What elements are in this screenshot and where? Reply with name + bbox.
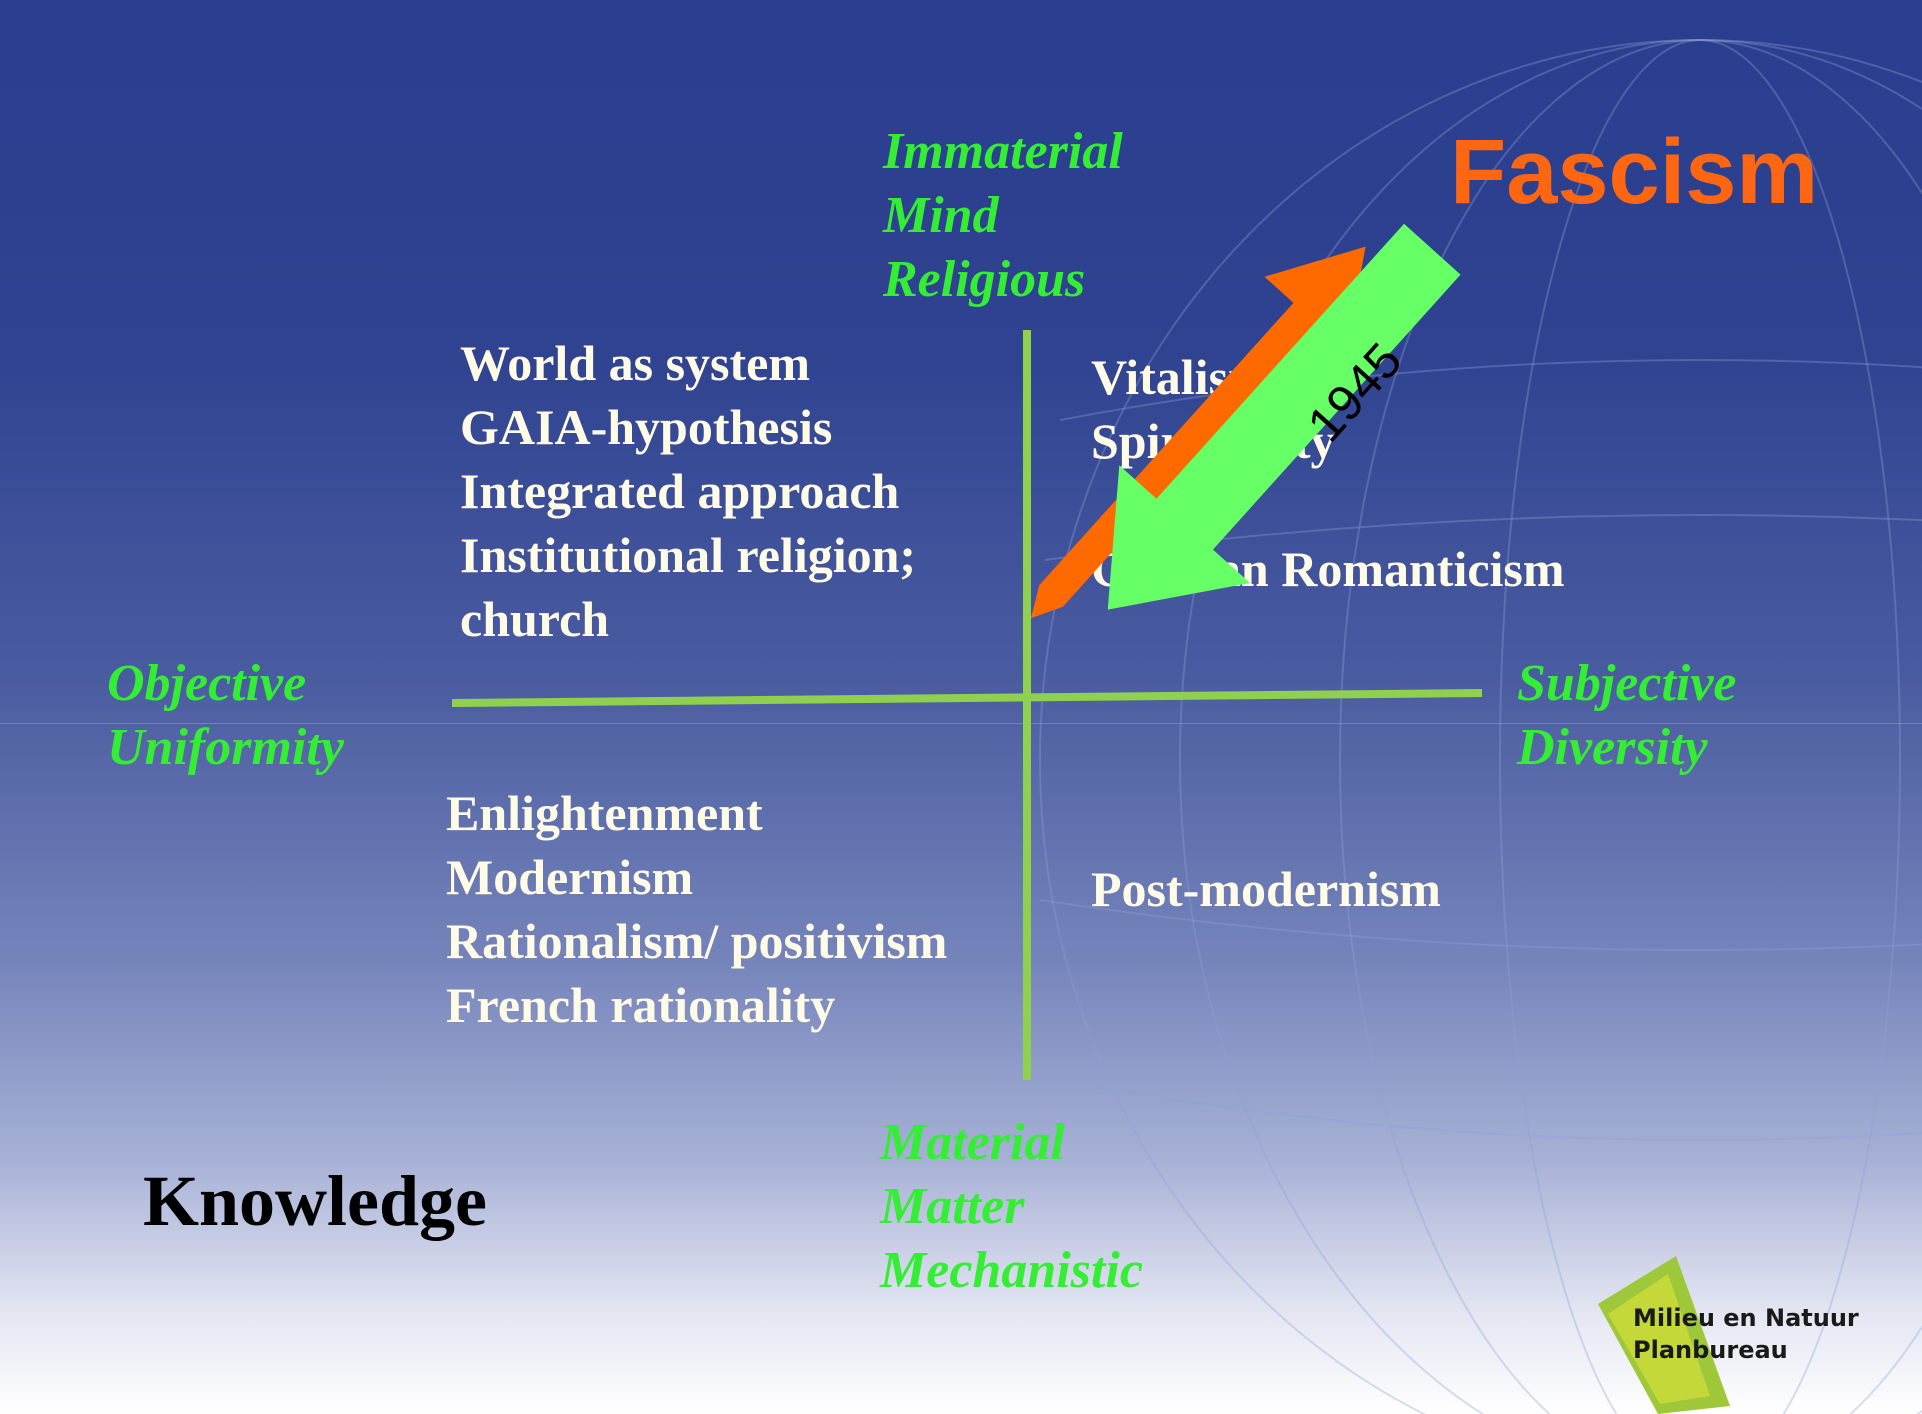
axis-label-left: Objective Uniformity	[107, 658, 344, 786]
axis-top-line-3: Religious	[883, 251, 1086, 308]
quadrant-bl-item: Rationalism/ positivism	[446, 913, 948, 969]
green-arrow	[1107, 223, 1461, 610]
fascism-title: Fascism	[1450, 121, 1819, 223]
logo-text: Milieu en Natuur Planbureau	[1633, 1302, 1859, 1367]
quadrant-bottom-right: Post-modernism	[1091, 864, 1441, 928]
horizontal-axis-line	[451, 689, 1483, 707]
quadrant-tl-item: Integrated approach	[460, 463, 900, 519]
logo-line-2: Planbureau	[1633, 1336, 1788, 1365]
axis-bottom-line-3: Mechanistic	[880, 1242, 1143, 1299]
axis-left-line-2: Uniformity	[107, 719, 344, 776]
axis-top-line-1: Immaterial	[883, 123, 1123, 180]
axis-right-line-1: Subjective	[1517, 655, 1737, 712]
axis-bottom-line-2: Matter	[880, 1178, 1025, 1235]
quadrant-tl-item: GAIA-hypothesis	[460, 399, 833, 455]
quadrant-top-left: World as system GAIA-hypothesis Integrat…	[460, 338, 916, 658]
axis-bottom-line-1: Material	[880, 1114, 1065, 1171]
axis-label-bottom: Material Matter Mechanistic	[880, 1117, 1143, 1309]
quadrant-bottom-left: Enlightenment Modernism Rationalism/ pos…	[446, 788, 947, 1044]
quadrant-tl-item: church	[460, 591, 610, 647]
axis-label-right: Subjective Diversity	[1517, 658, 1737, 786]
axis-top-line-2: Mind	[883, 187, 999, 244]
axis-left-line-1: Objective	[107, 655, 307, 712]
knowledge-label: Knowledge	[143, 1161, 488, 1241]
quadrant-tl-item: Institutional religion;	[460, 527, 917, 583]
quadrant-bl-item: French rationality	[446, 977, 836, 1033]
quadrant-bl-item: Modernism	[446, 849, 694, 905]
axis-label-top: Immaterial Mind Religious	[883, 126, 1123, 318]
logo-line-1: Milieu en Natuur	[1633, 1304, 1859, 1332]
horizon-line	[0, 723, 1922, 724]
quadrant-tl-item: World as system	[460, 335, 810, 391]
axis-right-line-2: Diversity	[1517, 719, 1708, 776]
quadrant-br-item: Post-modernism	[1091, 861, 1441, 917]
logo-emblem	[1598, 1256, 1730, 1414]
quadrant-bl-item: Enlightenment	[446, 785, 763, 841]
